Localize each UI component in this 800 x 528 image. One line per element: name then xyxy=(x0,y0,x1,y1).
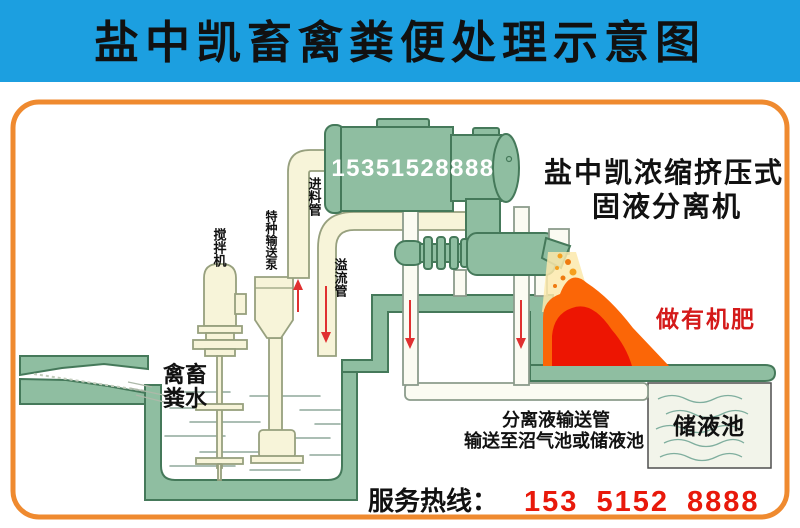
storage-tank xyxy=(324,118,520,240)
drain-pipe-left xyxy=(402,206,419,386)
pump-hopper xyxy=(254,276,294,339)
label-overflow-pipe: 溢流管 xyxy=(332,257,348,298)
submersible-pump xyxy=(258,429,296,459)
hotline-label: 服务热线： xyxy=(368,487,498,517)
flow-arrow-down-icon xyxy=(405,338,415,349)
transport-pump-unit xyxy=(250,276,304,464)
machine-title-line2: 固液分离机 xyxy=(592,190,742,223)
fertilizer-slab xyxy=(529,364,777,382)
label-feed-pipe: 进料管 xyxy=(306,177,322,217)
fertilizer-discharge xyxy=(542,252,669,366)
label-manure-water-line1: 禽畜 xyxy=(162,362,207,388)
collection-pit xyxy=(144,371,358,501)
flow-arrows xyxy=(293,279,526,349)
flow-arrow-up-icon xyxy=(293,279,303,290)
mixer-shaft xyxy=(216,355,223,469)
label-storage-pool: 储液池 xyxy=(673,413,745,440)
machine-title-line1: 盐中凯浓缩挤压式 xyxy=(544,156,784,189)
storage-pool xyxy=(647,382,772,469)
label-manure-water-line2: 粪水 xyxy=(163,386,208,412)
label-mixer: 搅拌机 xyxy=(211,227,227,268)
inflow-spray xyxy=(127,381,169,403)
mixer-unit xyxy=(192,263,248,481)
mixer-motor xyxy=(203,263,237,327)
banner-title: 盐中凯畜禽粪便处理示意图 xyxy=(94,16,706,69)
label-separation-pipe-line2: 输送至沼气池或储液池 xyxy=(464,430,644,452)
flow-arrow-down-icon xyxy=(321,332,331,343)
pump-riser-pipe xyxy=(268,337,283,435)
flow-arrow-down-icon xyxy=(516,338,526,349)
mixer-paddle-upper xyxy=(195,403,244,411)
label-organic-fertilizer: 做有机肥 xyxy=(655,306,756,333)
label-separation-pipe-line1: 分离液输送管 xyxy=(502,409,610,431)
tank-phone-number: 15351528888 xyxy=(331,155,494,182)
overflow-pipe xyxy=(317,211,473,357)
banner-background xyxy=(0,0,800,82)
hotline-phone-number: 153 5152 8888 xyxy=(524,486,760,518)
label-special-pump: 特种输送泵 xyxy=(264,209,278,271)
fertilizer-pile-core xyxy=(552,306,632,366)
